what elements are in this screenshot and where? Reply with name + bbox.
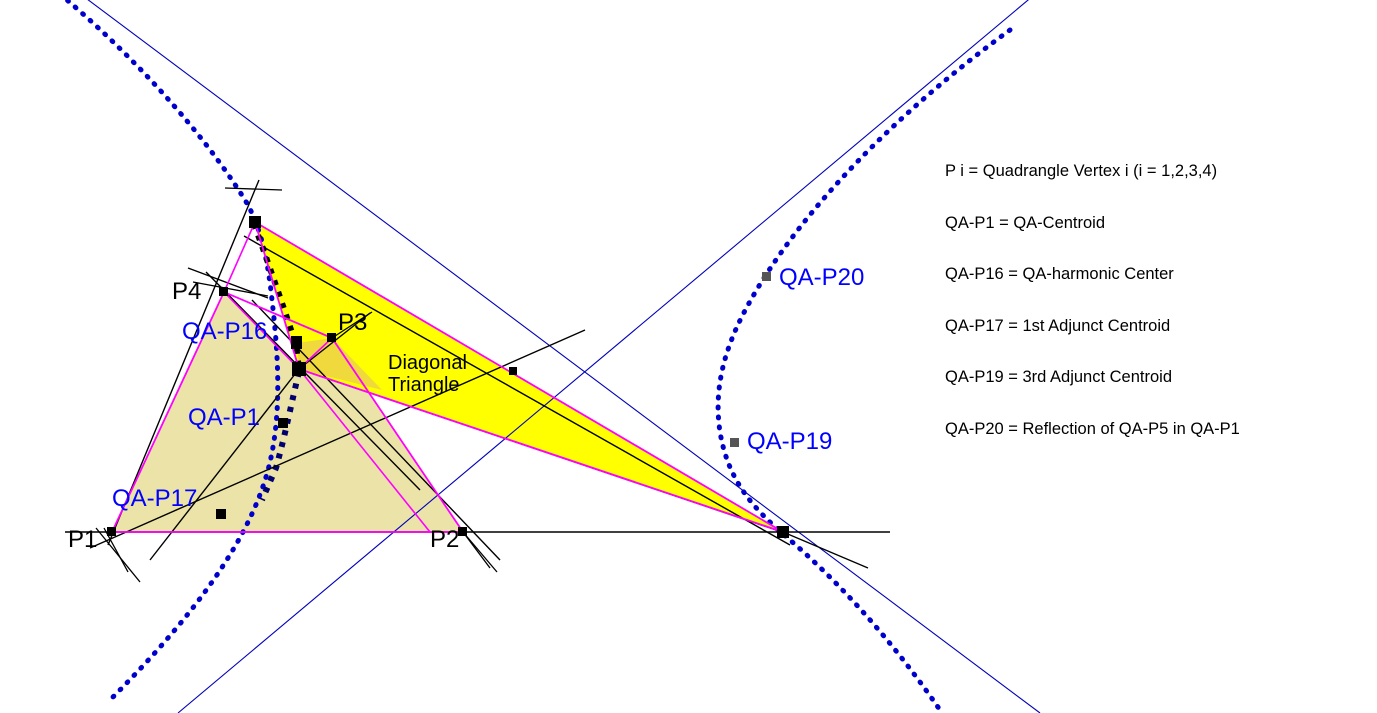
node-qa-p19 xyxy=(730,438,739,447)
vertex-label-p1: P1 xyxy=(68,526,98,553)
node-qa-p17 xyxy=(216,509,226,519)
line-apex-to-p1 xyxy=(107,179,260,546)
node-mid-yellow xyxy=(509,367,517,375)
node-p4 xyxy=(219,287,228,296)
inner-triangle-region xyxy=(299,338,382,390)
node-diagonal-center xyxy=(292,362,306,376)
node-p1 xyxy=(107,527,116,536)
tangent-apex xyxy=(224,187,283,191)
legend-item-qa-p20: QA-P20 = Reflection of QA-P5 in QA-P1 xyxy=(945,419,1240,438)
vertex-label-p2: P2 xyxy=(430,526,460,553)
vertex-label-p4: P4 xyxy=(172,278,202,305)
legend-item-qa-p1: QA-P1 = QA-Centroid xyxy=(945,213,1106,232)
legend-item-pi: P i = Quadrangle Vertex i (i = 1,2,3,4) xyxy=(945,162,1218,180)
qa-label-p19: QA-P19 xyxy=(747,428,833,455)
vertex-label-p3: P3 xyxy=(338,309,368,336)
line-p4-to-p3-ext xyxy=(205,271,421,491)
diagonal-triangle-label-line2: Triangle xyxy=(388,374,460,397)
conic-right-branch xyxy=(715,27,1013,713)
tangent-p2-b xyxy=(462,531,491,569)
tangent-right-vertex xyxy=(782,531,869,569)
legend: P i = Quadrangle Vertex i (i = 1,2,3,4) … xyxy=(945,163,1365,472)
line-apex-to-right-vertex xyxy=(243,235,791,546)
qa-label-p1: QA-P1 xyxy=(188,404,261,431)
diagonal-triangle-outline xyxy=(254,221,784,533)
node-right-vertex xyxy=(777,526,789,538)
node-qa-p16 xyxy=(291,336,302,349)
tangent-p4-b xyxy=(192,281,269,297)
asymptote-line-1 xyxy=(87,0,1041,713)
node-p2 xyxy=(458,527,467,536)
qa-label-p20: QA-P20 xyxy=(779,264,865,291)
line-center-down-left xyxy=(149,368,300,561)
asymptote-line-2 xyxy=(177,0,1029,713)
magenta-apex-to-p4 xyxy=(223,221,256,293)
quadrangle-region xyxy=(112,292,463,532)
qa-label-p16: QA-P16 xyxy=(182,318,268,345)
legend-item-qa-p19: QA-P19 = 3rd Adjunct Centroid xyxy=(945,368,1173,386)
node-apex xyxy=(249,216,261,228)
node-qa-p20 xyxy=(762,272,771,281)
diagonal-triangle-label-line1: Diagonal xyxy=(388,352,467,374)
magenta-p4-to-center xyxy=(223,291,300,370)
legend-item-qa-p16: QA-P16 = QA-harmonic Center xyxy=(945,265,1174,283)
tangent-p3 xyxy=(331,311,373,339)
node-qa-p1 xyxy=(278,418,288,428)
node-p3 xyxy=(327,333,336,342)
qa-label-p17: QA-P17 xyxy=(112,485,198,512)
conic-left-branch xyxy=(63,0,281,703)
legend-item-qa-p17: QA-P17 = 1st Adjunct Centroid xyxy=(945,316,1171,335)
diagonal-triangle-label: Diagonal Triangle xyxy=(388,352,467,397)
magenta-center-to-p2 xyxy=(298,368,431,533)
